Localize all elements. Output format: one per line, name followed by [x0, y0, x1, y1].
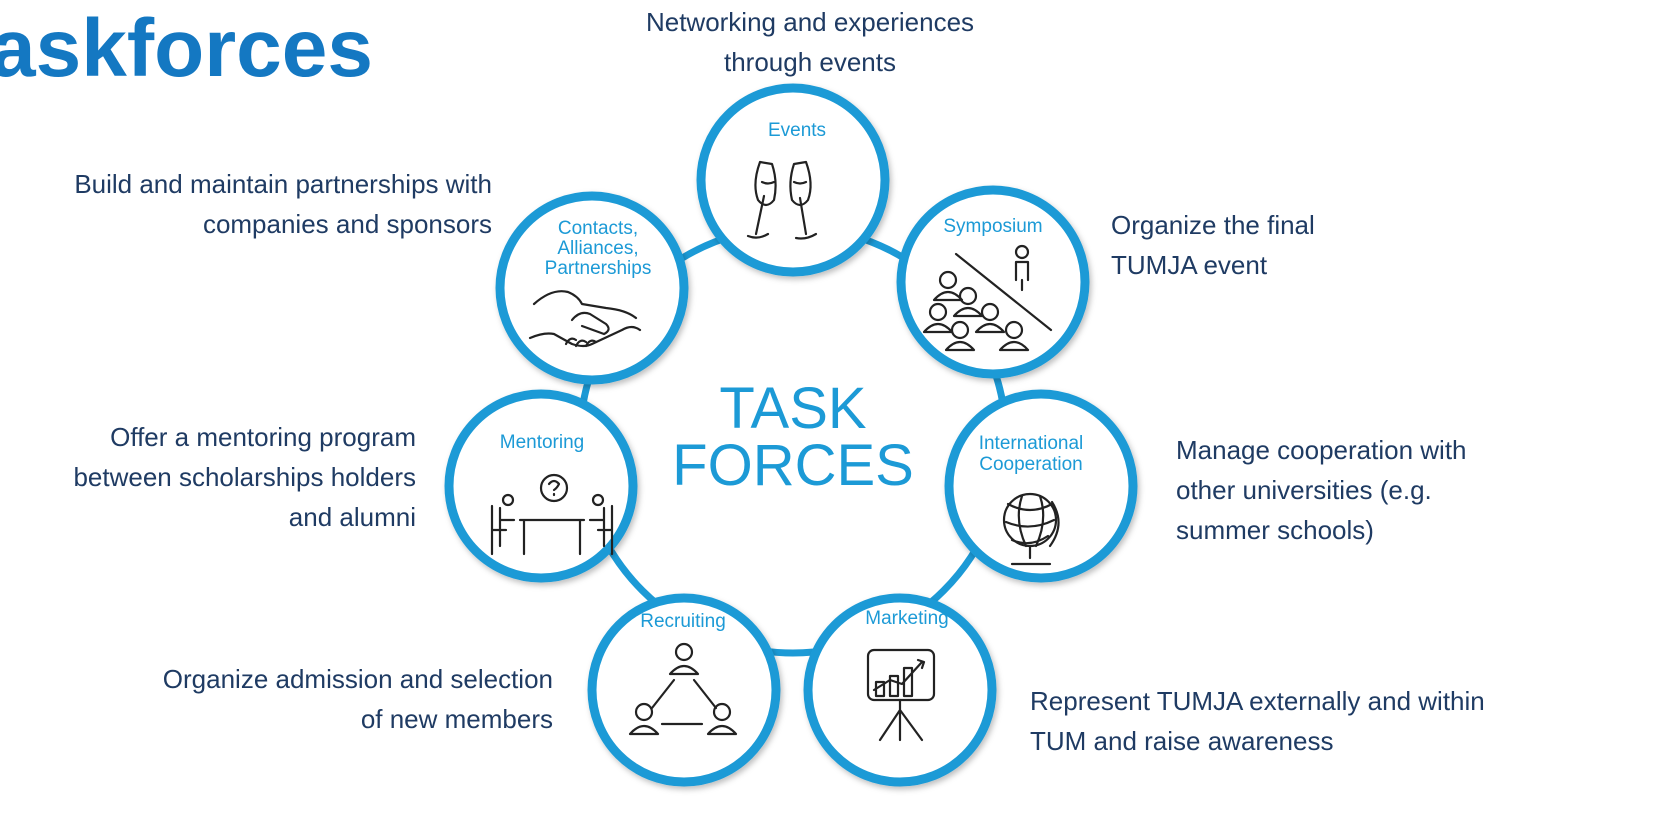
events-description: Networking and experiences through event…	[600, 2, 1020, 82]
node-symposium-label: Symposium	[943, 216, 1042, 237]
mentoring-description: Offer a mentoring program between schola…	[0, 417, 416, 537]
international-description: Manage cooperation with other universiti…	[1176, 430, 1596, 550]
people-triangle-icon	[628, 642, 738, 736]
mentoring-description-line: between scholarships holders	[73, 462, 416, 492]
page-title: askforces	[0, 3, 373, 94]
handshake-icon	[528, 290, 642, 348]
node-contacts-label-line1: Contacts,	[558, 218, 638, 239]
node-international: International Cooperation	[944, 389, 1138, 583]
node-events-label: Events	[768, 120, 826, 141]
events-description-line: through events	[723, 47, 896, 77]
node-contacts-label-line3: Partnerships	[545, 258, 652, 279]
center-label-line2: FORCES	[672, 433, 914, 498]
flipchart-growth-icon	[866, 648, 936, 742]
node-events: Events	[696, 83, 890, 277]
node-symposium: Symposium	[896, 185, 1090, 379]
recruiting-description-line: Organize admission and selection	[162, 664, 553, 694]
contacts-description-line: companies and sponsors	[202, 209, 492, 239]
symposium-description-line: TUMJA event	[1111, 250, 1268, 280]
international-description-line: summer schools)	[1176, 515, 1374, 545]
contacts-description: Build and maintain partnerships with com…	[0, 164, 492, 244]
symposium-description-line: Organize the final	[1111, 210, 1315, 240]
recruiting-description-line: of new members	[360, 704, 553, 734]
international-description-line: Manage cooperation with	[1176, 435, 1467, 465]
champagne-glasses-icon	[746, 160, 818, 240]
node-marketing-label: Marketing	[865, 608, 948, 629]
globe-icon	[1002, 492, 1060, 566]
node-marketing: Marketing	[803, 593, 997, 787]
recruiting-description: Organize admission and selection of new …	[40, 659, 553, 739]
contacts-description-line: Build and maintain partnerships with	[74, 169, 492, 199]
node-recruiting: Recruiting	[587, 593, 781, 787]
node-international-label-line2: Cooperation	[979, 454, 1083, 475]
events-description-line: Networking and experiences	[645, 7, 975, 37]
marketing-description-line: Represent TUMJA externally and within	[1030, 686, 1485, 716]
node-contacts-label-line2: Alliances,	[557, 238, 638, 259]
audience-speaker-icon	[922, 244, 1053, 352]
international-description-line: other universities (e.g.	[1176, 475, 1432, 505]
mentoring-table-icon	[490, 473, 614, 556]
mentoring-description-line: and alumni	[288, 502, 416, 532]
node-international-label-line1: International	[979, 433, 1084, 454]
center-label-line1: TASK	[719, 376, 866, 441]
mentoring-description-line: Offer a mentoring program	[110, 422, 416, 452]
symposium-description: Organize the final TUMJA event	[1111, 205, 1511, 285]
marketing-description: Represent TUMJA externally and within TU…	[1030, 681, 1590, 761]
node-mentoring-label: Mentoring	[500, 432, 585, 453]
node-contacts: Contacts, Alliances, Partnerships	[495, 191, 689, 385]
node-recruiting-label: Recruiting	[640, 611, 726, 632]
node-mentoring: Mentoring	[444, 389, 638, 583]
marketing-description-line: TUM and raise awareness	[1030, 726, 1334, 756]
